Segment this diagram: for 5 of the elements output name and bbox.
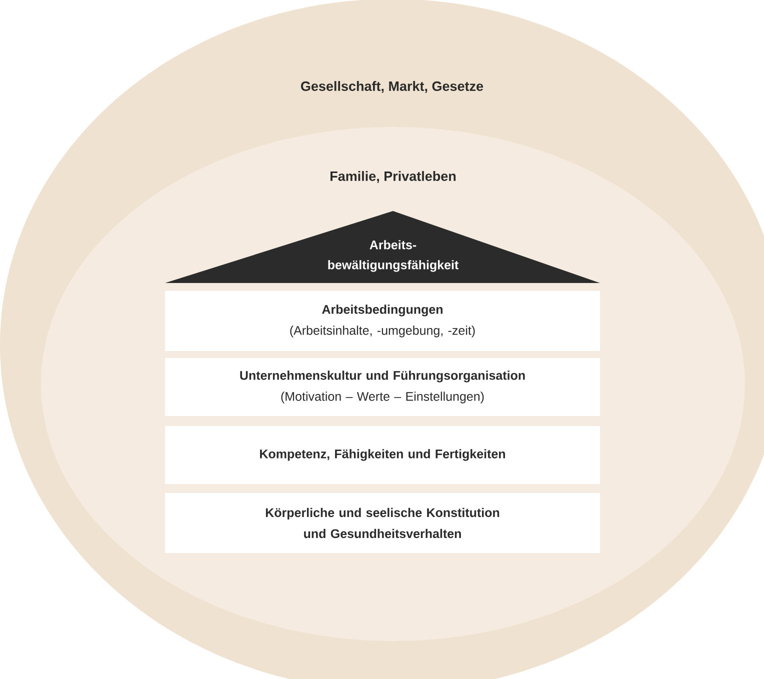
layer-box: Kompetenz, Fähigkeiten und Fertigkeiten xyxy=(165,426,600,484)
layer-box: Arbeitsbedingungen (Arbeitsinhalte, -umgebung, -zeit) xyxy=(165,291,600,351)
roof-triangle: Arbeits- bewältigungsfähigkeit xyxy=(165,211,600,283)
layer-box: Körperliche und seelische Konstitution und Gesundheitsverhalten xyxy=(165,493,600,553)
layer-box: Unternehmenskultur und Führungsorganisation (Motivation – Werte – Einstellungen) xyxy=(165,358,600,416)
